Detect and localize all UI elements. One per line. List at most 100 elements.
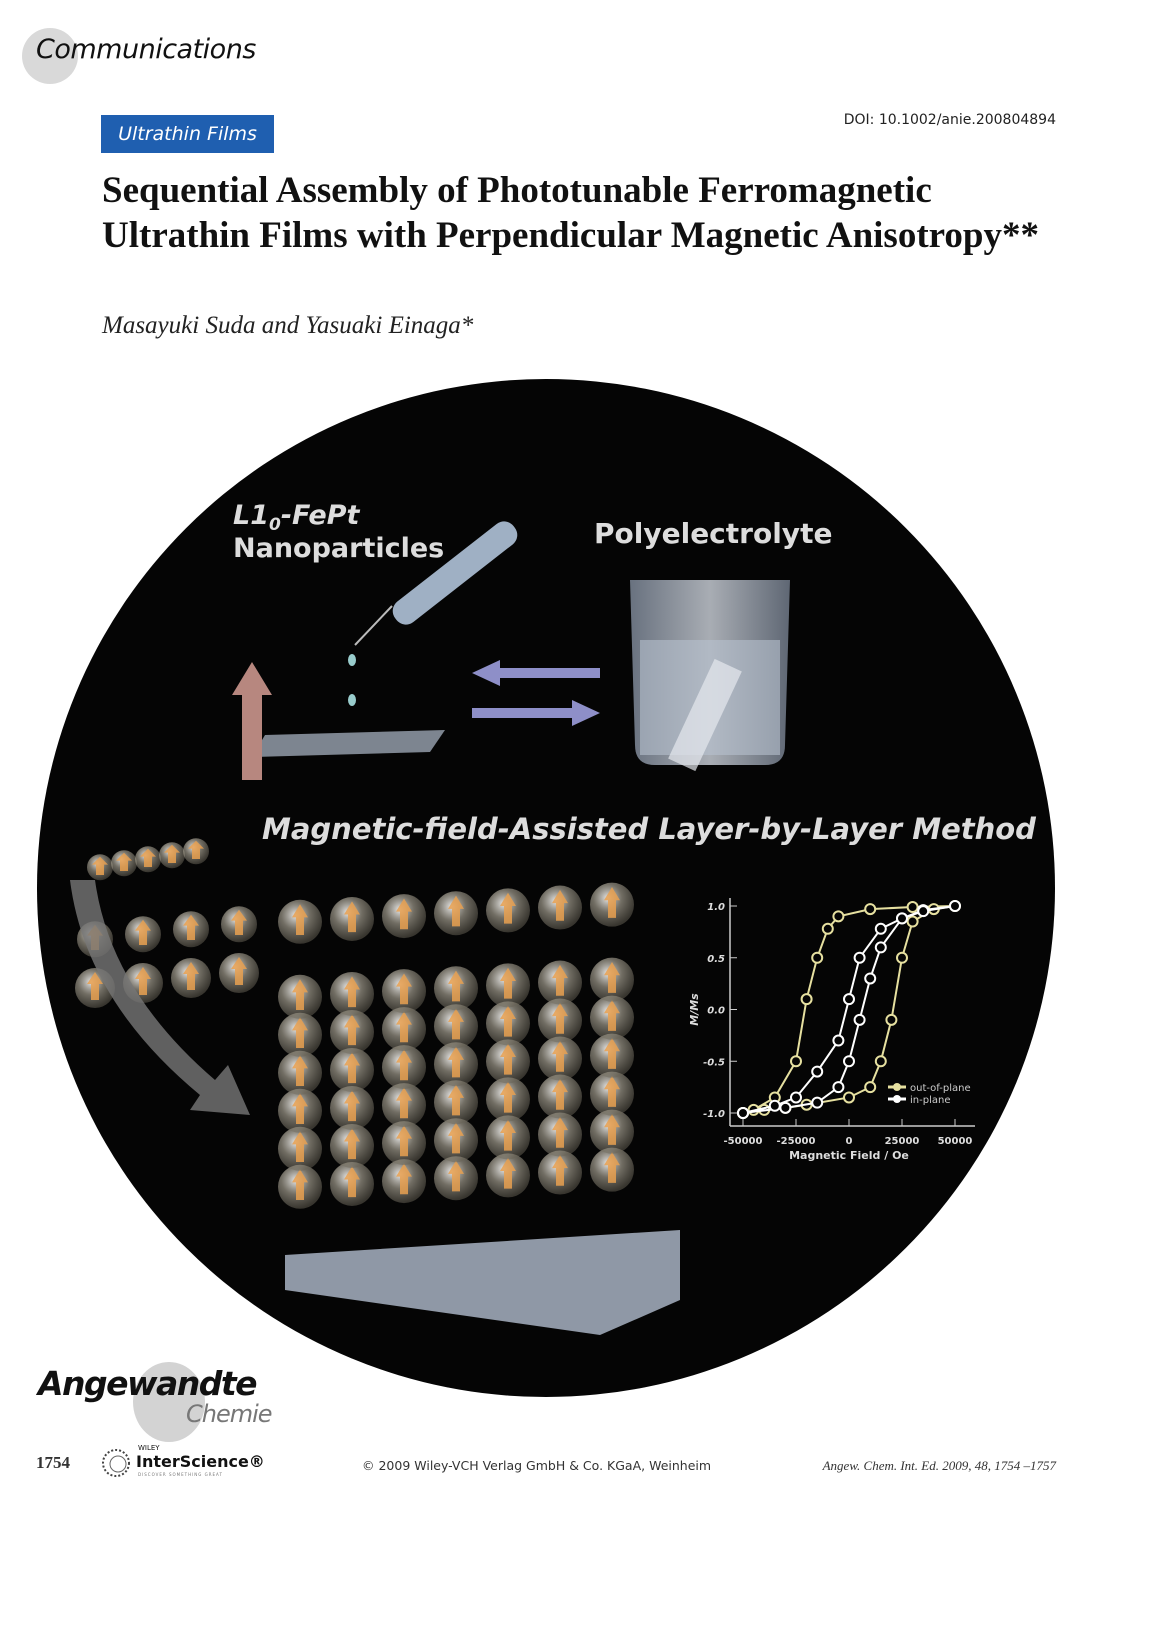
method-label: Magnetic-field-Assisted Layer-by-Layer M… xyxy=(262,812,1036,846)
magnetization-arrow xyxy=(396,1049,412,1081)
magnetization-arrow xyxy=(552,1116,568,1148)
magnetization-arrow xyxy=(292,904,308,935)
polymer-layer xyxy=(75,990,307,1010)
legend-label: in-plane xyxy=(910,1095,950,1106)
magnetization-arrow xyxy=(344,1014,360,1046)
magnetization-arrow xyxy=(140,848,156,867)
data-point xyxy=(917,905,930,918)
magnetization-arrow xyxy=(344,1052,360,1084)
section-label: Communications xyxy=(36,34,256,65)
magnetization-arrow xyxy=(448,1008,464,1040)
magnetization-arrow xyxy=(231,957,247,985)
magnetization-arrow xyxy=(500,1005,516,1037)
magnetization-arrow xyxy=(292,1093,308,1124)
magnetization-arrow xyxy=(604,962,620,993)
magnetization-arrow xyxy=(231,909,247,935)
data-point xyxy=(896,951,908,964)
magnetization-arrow xyxy=(116,852,132,871)
magnetization-arrow xyxy=(552,1002,568,1034)
data-point xyxy=(811,1065,824,1078)
interscience-wiley: WILEY xyxy=(138,1444,160,1452)
magnetization-arrow xyxy=(604,887,620,918)
substrate-plate xyxy=(252,730,445,757)
magnetization-arrow xyxy=(604,1152,620,1183)
magnetization-arrow xyxy=(448,1084,464,1116)
data-point xyxy=(779,1101,792,1114)
copyright: © 2009 Wiley-VCH Verlag GmbH & Co. KGaA,… xyxy=(362,1458,712,1473)
polymer-layer xyxy=(280,925,684,945)
topic-badge: Ultrathin Films xyxy=(101,115,274,153)
data-point xyxy=(874,1055,887,1068)
data-point xyxy=(864,972,877,985)
magnetization-arrow xyxy=(164,844,180,863)
data-point xyxy=(885,1013,898,1026)
data-point xyxy=(832,910,845,923)
data-point xyxy=(906,915,919,928)
data-point xyxy=(843,1091,855,1104)
doi[interactable]: DOI: 10.1002/anie.200804894 xyxy=(843,112,1056,128)
syringe-icon xyxy=(348,521,518,706)
magnetization-arrow xyxy=(552,1040,568,1072)
magnetization-arrow xyxy=(344,1128,360,1160)
magnetization-arrow xyxy=(500,1157,516,1189)
x-axis-label: Magnetic Field / Oe xyxy=(789,1149,909,1162)
polymer-layer xyxy=(280,1190,684,1210)
data-point xyxy=(832,1081,845,1094)
journal-logo-circle xyxy=(133,1362,205,1442)
data-point xyxy=(768,1099,781,1112)
magnetization-arrow xyxy=(135,919,151,945)
polymer-layer xyxy=(280,1152,684,1172)
magnetization-arrow xyxy=(448,895,464,927)
citation: Angew. Chem. Int. Ed. 2009, 48, 1754 –17… xyxy=(822,1458,1056,1473)
substrate-base xyxy=(285,1230,680,1335)
magnetization-arrow xyxy=(292,1055,308,1086)
magnetization-arrow xyxy=(552,1078,568,1110)
data-point xyxy=(853,1013,866,1026)
data-point xyxy=(906,901,919,914)
data-point xyxy=(843,1055,855,1068)
data-point xyxy=(864,903,877,916)
magnetization-arrow xyxy=(500,1081,516,1113)
polymer-layer xyxy=(280,1000,684,1020)
data-point xyxy=(737,1107,749,1119)
magnetization-arrow xyxy=(135,967,151,995)
magnetization-arrow xyxy=(183,962,199,990)
magnetization-arrow xyxy=(604,1076,620,1107)
magnetization-arrow xyxy=(87,972,103,1000)
nanoparticles-label-2: Nanoparticles xyxy=(233,533,444,564)
magnetization-arrow xyxy=(500,892,516,924)
exchange-arrows-icon xyxy=(472,660,600,726)
polymer-layer xyxy=(280,1114,684,1134)
journal-logo-line1: Angewandte xyxy=(38,1364,258,1403)
beaker-icon xyxy=(630,580,790,772)
magnetization-arrow xyxy=(448,1122,464,1154)
authors: Masayuki Suda and Yasuaki Einaga* xyxy=(102,312,474,339)
y-tick-label: 0.0 xyxy=(707,1006,725,1017)
journal-logo-line2: Chemie xyxy=(186,1400,273,1428)
magnetization-arrow xyxy=(292,1169,308,1200)
magnetization-arrow xyxy=(500,1119,516,1151)
magnetization-arrow xyxy=(344,1166,360,1198)
magnetization-arrow xyxy=(448,970,464,1002)
magnetization-arrow xyxy=(448,1046,464,1078)
data-point xyxy=(800,993,813,1006)
legend-marker xyxy=(893,1095,901,1103)
data-point xyxy=(874,922,887,935)
magnetization-arrow xyxy=(344,901,360,933)
magnetization-arrow xyxy=(500,1043,516,1075)
magnetization-arrow xyxy=(552,1154,568,1186)
data-point xyxy=(790,1091,802,1104)
magnetization-arrow xyxy=(344,976,360,1008)
toc-graphic: L10-FePt Nanoparticles Polyelectrolyte M… xyxy=(37,379,1055,1397)
magnetization-arrow xyxy=(552,889,568,921)
y-tick-label: 0.5 xyxy=(707,954,725,965)
nanoparticles-label: L10-FePt xyxy=(233,500,360,535)
magnetization-arrow xyxy=(604,1114,620,1145)
magnetization-arrow xyxy=(292,1017,308,1048)
x-tick-label: 25000 xyxy=(885,1136,920,1147)
article-title: Sequential Assembly of Phototunable Ferr… xyxy=(102,170,1039,256)
data-point xyxy=(864,1081,877,1094)
data-point xyxy=(832,1034,845,1047)
x-tick-label: -25000 xyxy=(777,1136,816,1147)
